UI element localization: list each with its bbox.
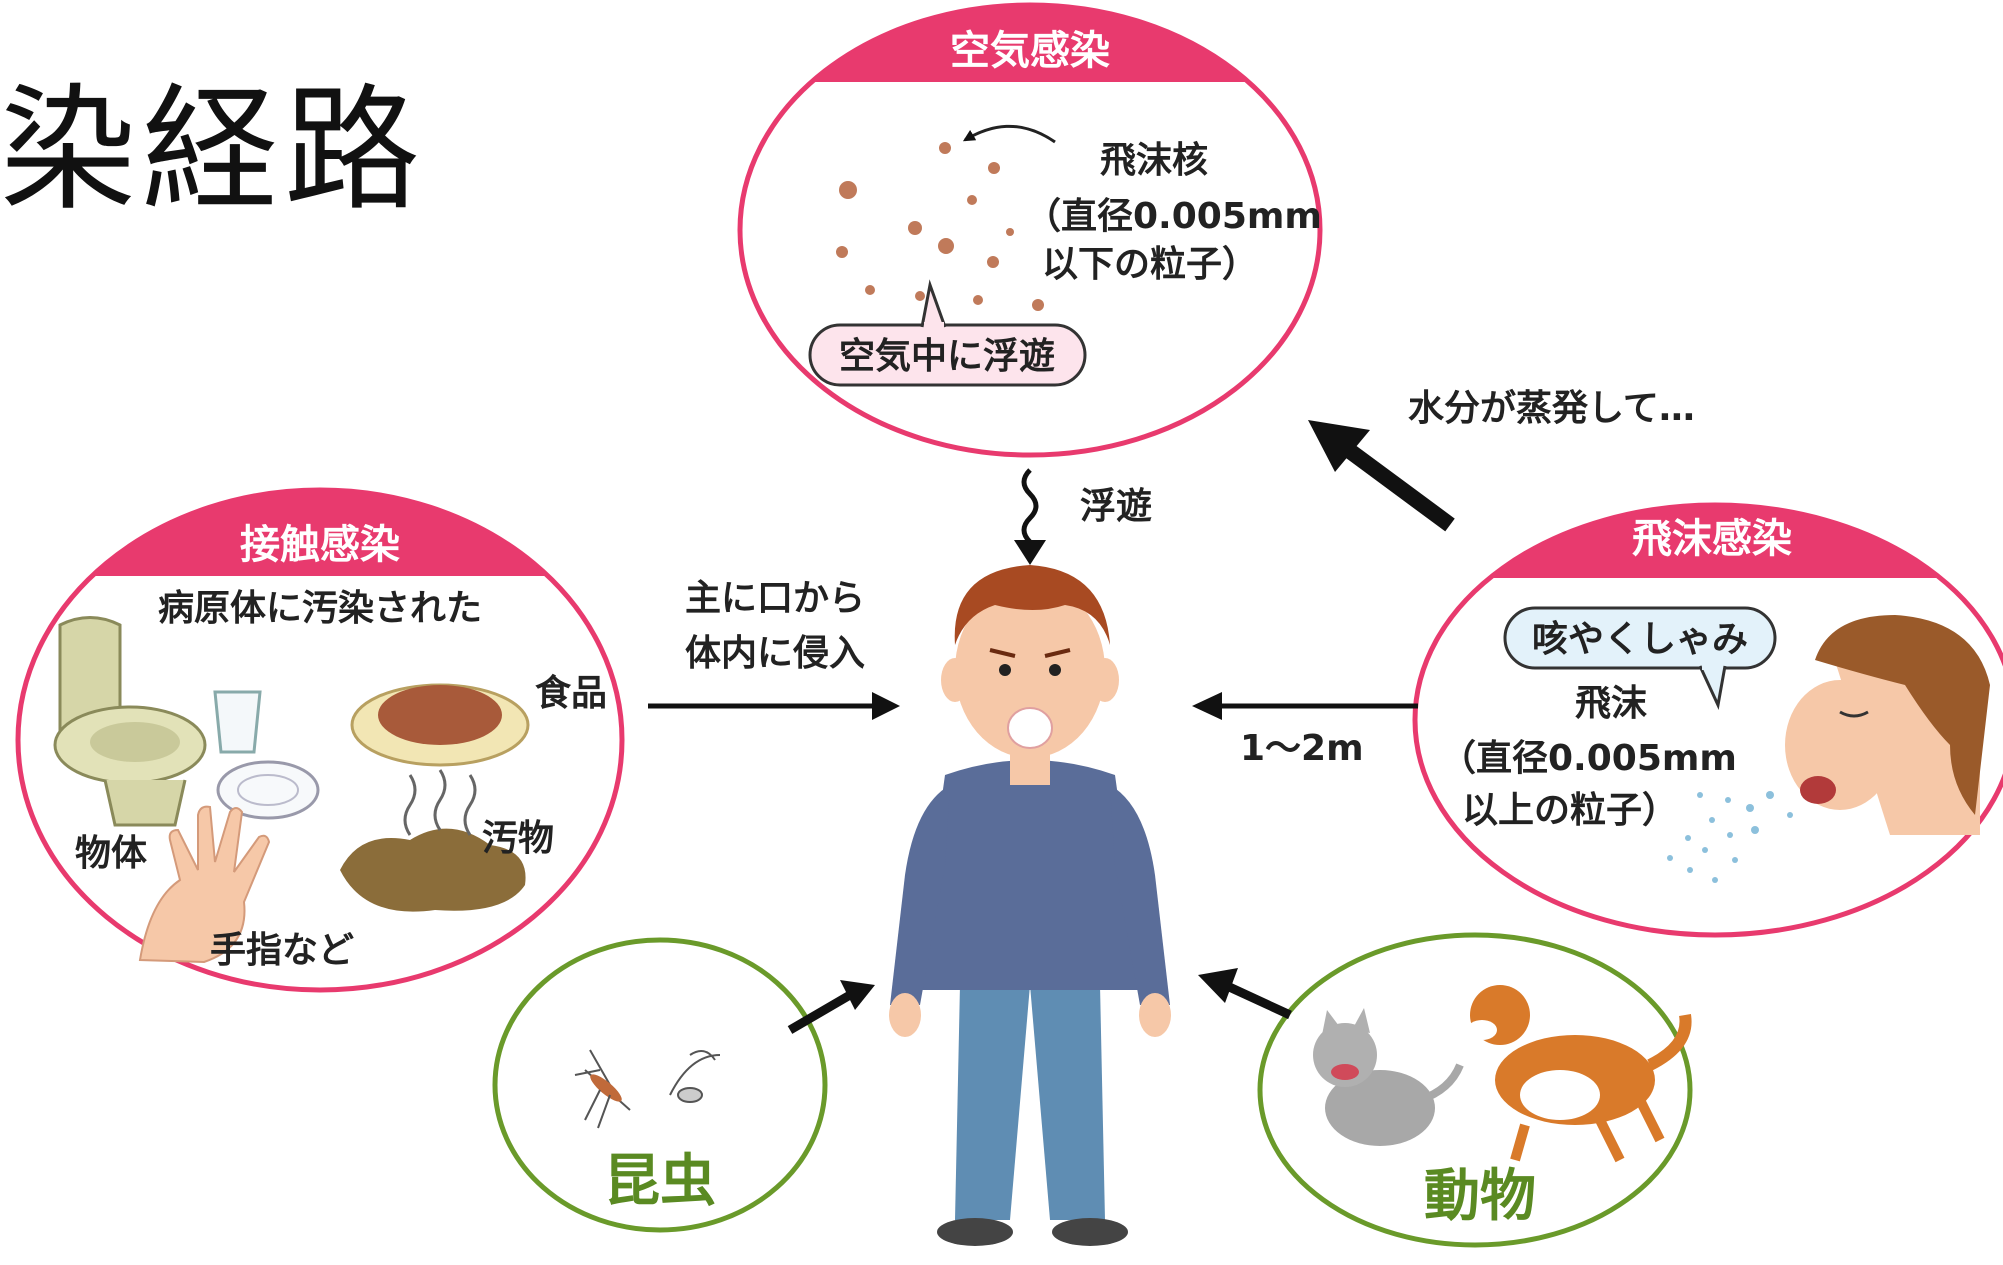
droplet-particle-size-1: （直径0.005mm: [1440, 738, 1737, 779]
insects-arrow: [787, 980, 875, 1034]
droplet-particle-name: 飛沫: [1575, 683, 1647, 724]
sneezing-person-icon: [1785, 615, 1990, 835]
insects-label: 昆虫: [604, 1149, 716, 1214]
mouth-icon: [1007, 707, 1053, 749]
airborne-header: 空気感染: [950, 28, 1110, 74]
central-person-figure: [889, 565, 1171, 1246]
droplet-speech-bubble: 咳やくしゃみ: [1503, 606, 1777, 710]
contact-header: 接触感染: [240, 522, 400, 568]
evaporate-label: 水分が蒸発して…: [1408, 388, 1695, 429]
dirt-icon: [340, 769, 526, 912]
distance-label: 1～2m: [1240, 728, 1364, 769]
droplet-infection-circle: 飛沫感染 咳やくしゃみ 飛沫 （直径0.005mm 以上の粒子）: [1412, 502, 2003, 938]
dog-icon: [1467, 985, 1692, 1163]
droplet-bubble-text: 咳やくしゃみ: [1532, 619, 1748, 660]
airborne-speech-bubble: 空気中に浮遊: [808, 279, 1087, 387]
mouth-entry-label-2: 体内に侵入: [685, 633, 865, 674]
insects-circle: 昆虫: [492, 937, 828, 1233]
toilet-icon: [53, 616, 207, 827]
droplet-particle-size-2: 以上の粒子）: [1462, 790, 1678, 831]
curved-arrow-icon: [962, 124, 1056, 144]
food-icon: [350, 683, 530, 767]
mouth-entry-arrow: [648, 692, 900, 720]
object-label: 物体: [75, 833, 147, 874]
animals-arrow: [1198, 968, 1292, 1020]
spray-droplets: [1667, 791, 1793, 883]
droplet-header: 飛沫感染: [1632, 516, 1792, 562]
mosquito-icon: [574, 1049, 631, 1129]
aerosol-dots: [836, 142, 1044, 311]
dirt-label: 汚物: [482, 818, 554, 859]
hand-icon: [138, 805, 271, 964]
airborne-particle-size-2: 以下の粒子）: [1042, 244, 1258, 285]
page-title: 染経路: [0, 72, 426, 230]
arrowhead-down-icon: [1014, 540, 1046, 565]
contact-subtitle: 病原体に汚染された: [158, 588, 482, 629]
fingers-label: 手指など: [210, 930, 354, 971]
airborne-particle-size-1: （直径0.005mm: [1025, 196, 1322, 237]
food-label: 食品: [535, 673, 607, 714]
droplet-arrow: [1192, 692, 1418, 720]
animals-circle: 動物: [1257, 932, 1693, 1248]
animals-label: 動物: [1424, 1164, 1536, 1229]
float-arrow: [1014, 468, 1046, 565]
mouth-entry-label-1: 主に口から: [685, 578, 865, 619]
cat-icon: [1313, 1008, 1464, 1146]
evaporate-arrow: [1308, 420, 1455, 532]
float-label: 浮遊: [1080, 486, 1152, 527]
airborne-bubble-text: 空気中に浮遊: [839, 336, 1055, 377]
fly-icon: [669, 1050, 721, 1103]
airborne-infection-circle: 空気感染 飛沫核 （直径0.005mm 以下の粒子） 空気中に浮遊: [737, 2, 1323, 458]
glass-icon: [213, 690, 262, 754]
airborne-particle-name: 飛沫核: [1100, 140, 1208, 181]
plate-icon: [216, 760, 320, 820]
contact-infection-circle: 接触感染 病原体に汚染された 食品 汚物: [15, 487, 625, 993]
